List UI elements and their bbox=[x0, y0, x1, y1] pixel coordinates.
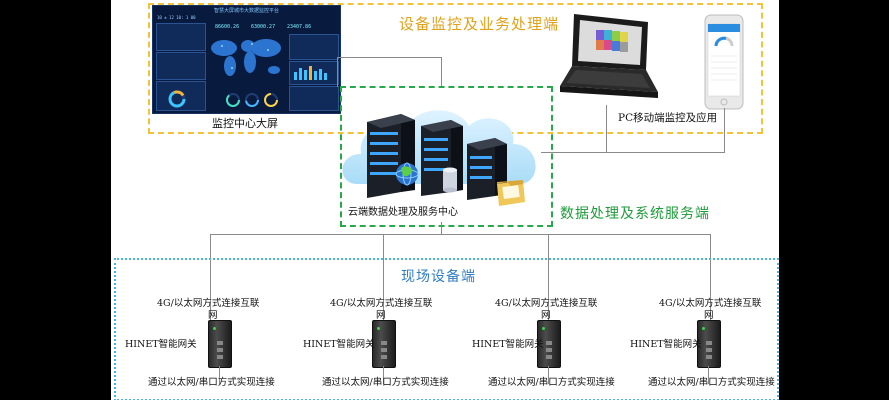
cloud-region-title: 数据处理及系统服务端 bbox=[560, 206, 710, 222]
device-3-network-label: 4G/以太网方式连接互联 bbox=[495, 298, 598, 309]
monitoring-dashboard-screen: 智慧大屏城市大数据监控平台 10 ± 12 10: 1 00 86600.26 … bbox=[152, 5, 341, 114]
dashboard-kpi-3: 23407.86 bbox=[287, 24, 312, 30]
dashboard-kpi-1: 86600.26 bbox=[215, 24, 240, 30]
device-3-gateway-icon bbox=[537, 320, 561, 368]
device-2-lower-connector bbox=[383, 366, 384, 384]
cloud-caption: 云端数据处理及服务中心 bbox=[348, 207, 458, 218]
smartphone-icon bbox=[704, 14, 744, 110]
dashboard-kpi-2: 63000.27 bbox=[251, 24, 276, 30]
connector-field-bus bbox=[210, 234, 710, 235]
connector-laptop-down bbox=[606, 105, 607, 152]
connector-dashboard-to-cloud bbox=[441, 57, 442, 87]
device-1-network-label: 4G/以太网方式连接互联 bbox=[157, 298, 260, 309]
dashboard-left-panel-1 bbox=[156, 23, 206, 51]
device-4-gateway-icon bbox=[697, 320, 721, 368]
connector-dashboard-right bbox=[337, 57, 441, 58]
dashboard-corner-text: 10 ± 12 10: 1 00 bbox=[157, 15, 196, 20]
dashboard-gauge-2 bbox=[245, 93, 259, 107]
dashboard-gauge-3 bbox=[264, 93, 278, 107]
device-4-network-label: 4G/以太网方式连接互联 bbox=[659, 298, 762, 309]
device-2-connection-label: 通过以太网/串口方式实现连接 bbox=[322, 377, 449, 388]
device-2-network-label-wrap: 网 bbox=[376, 310, 386, 321]
device-3-lower-connector bbox=[548, 366, 549, 384]
device-1-lower-connector bbox=[219, 366, 220, 384]
device-1-connection-label: 通过以太网/串口方式实现连接 bbox=[148, 377, 275, 388]
device-3-gateway-label: HINET智能网关 bbox=[472, 339, 544, 350]
device-4-gateway-label: HINET智能网关 bbox=[630, 339, 702, 350]
pc-mobile-caption: PC移动端监控及应用 bbox=[618, 112, 718, 124]
dashboard-donut-chart bbox=[168, 90, 186, 108]
connector-devices-horizontal bbox=[541, 152, 725, 153]
connector-to-device-3 bbox=[548, 234, 549, 320]
connector-to-device-2 bbox=[383, 234, 384, 320]
connector-to-device-1 bbox=[210, 234, 211, 320]
device-4-lower-connector bbox=[708, 366, 709, 384]
cloud-region-border bbox=[340, 86, 553, 227]
field-region-title: 现场设备端 bbox=[401, 269, 476, 285]
device-2-gateway-label: HINET智能网关 bbox=[303, 339, 375, 350]
dashboard-left-panel-2 bbox=[156, 52, 206, 80]
connector-cloud-down bbox=[441, 222, 442, 234]
dashboard-gauge-1 bbox=[226, 93, 240, 107]
dashboard-right-panel-1 bbox=[289, 34, 339, 60]
monitoring-region-title: 设备监控及业务处理端 bbox=[399, 15, 560, 33]
world-map-graphic bbox=[211, 39, 281, 76]
dashboard-bar-chart bbox=[294, 66, 327, 80]
dashboard-title: 智慧大屏城市大数据监控平台 bbox=[213, 8, 279, 14]
diagram-canvas: 设备监控及业务处理端 智慧大屏城市大数据监控平台 10 ± 12 10: 1 0… bbox=[111, 0, 779, 400]
device-3-network-label-wrap: 网 bbox=[541, 310, 551, 321]
device-1-gateway-label: HINET智能网关 bbox=[125, 339, 197, 350]
device-1-gateway-icon bbox=[208, 320, 232, 368]
dashboard-right-panel-3 bbox=[289, 86, 339, 111]
dashboard-right-panel-2 bbox=[289, 61, 339, 85]
device-4-connection-label: 通过以太网/串口方式实现连接 bbox=[648, 377, 775, 388]
dashboard-caption: 监控中心大屏 bbox=[212, 117, 278, 130]
device-2-network-label: 4G/以太网方式连接互联 bbox=[330, 298, 433, 309]
device-3-connection-label: 通过以太网/串口方式实现连接 bbox=[488, 377, 615, 388]
device-1-network-label-wrap: 网 bbox=[208, 310, 218, 321]
connector-phone-down bbox=[724, 108, 725, 152]
connector-dashboard-down bbox=[337, 57, 338, 87]
device-2-gateway-icon bbox=[372, 320, 396, 368]
cloud-server-graphic bbox=[342, 110, 536, 206]
laptop-icon bbox=[560, 14, 658, 98]
device-4-network-label-wrap: 网 bbox=[704, 310, 714, 321]
connector-to-device-4 bbox=[710, 234, 711, 320]
